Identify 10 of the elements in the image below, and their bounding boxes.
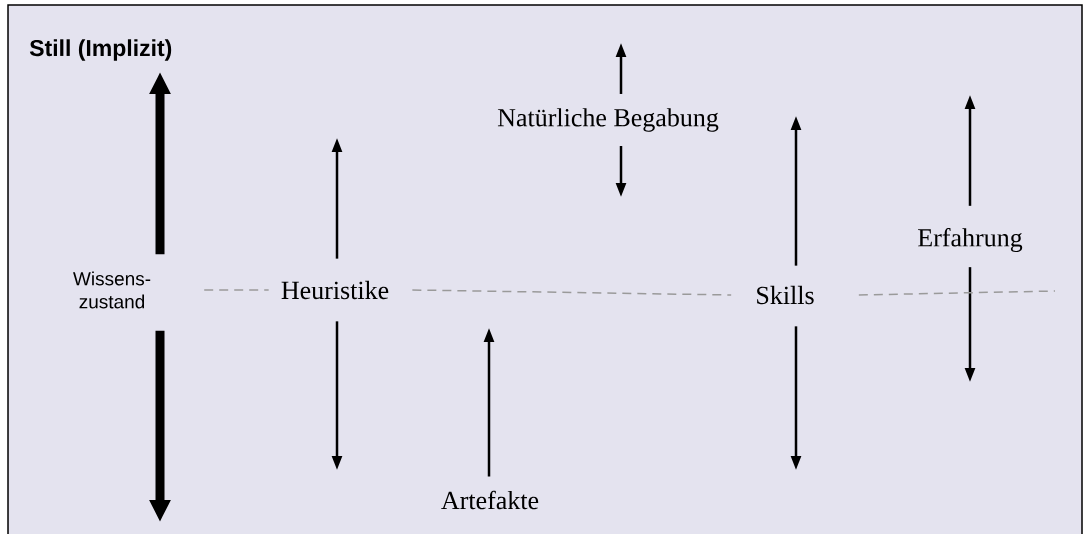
text-label: Natürliche Begabung: [497, 108, 719, 132]
dashed-line: [203, 289, 270, 291]
dashed-line: [858, 290, 1056, 296]
heading: Still (Implizit): [29, 39, 172, 61]
text-label: Erfahrung: [918, 228, 1023, 252]
text-label: Skills: [757, 285, 814, 305]
text-label: Artefakte: [441, 490, 539, 510]
text-label: Wissens- zustand: [73, 271, 151, 309]
dashed-line: [411, 289, 732, 296]
text-label: Heuristike: [281, 280, 389, 300]
